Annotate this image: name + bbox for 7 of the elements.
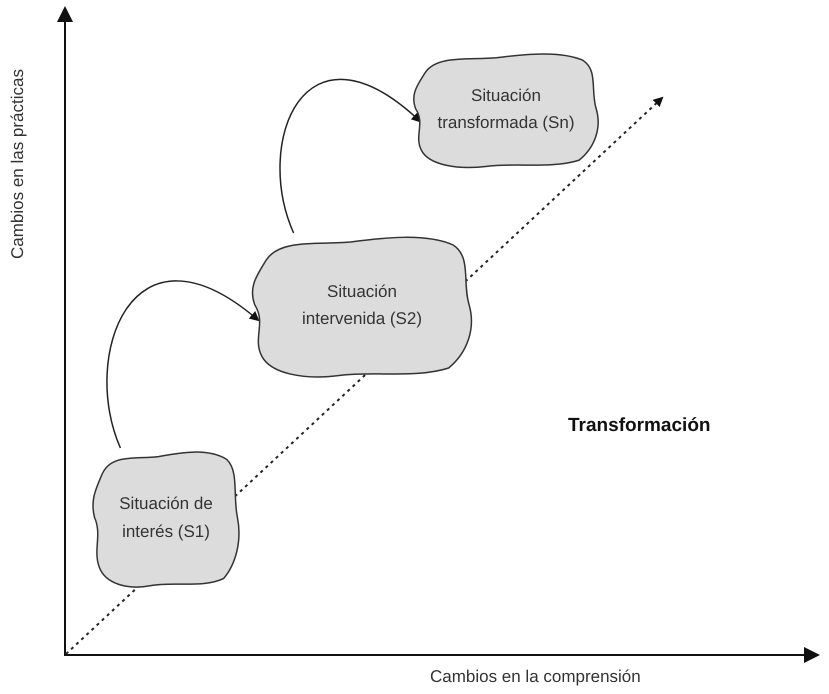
axis-label: Cambios en la comprensión xyxy=(430,666,641,688)
blob-text: Situación intervenida (S2) xyxy=(300,280,423,330)
blob-text: Situación transformada (Sn) xyxy=(436,84,576,134)
blob-text: Situación de interés (S1) xyxy=(118,493,214,542)
axis-label: Cambios en las prácticas xyxy=(7,69,28,259)
curved-arrow xyxy=(106,280,260,448)
direction-label: Transformación xyxy=(568,414,711,438)
